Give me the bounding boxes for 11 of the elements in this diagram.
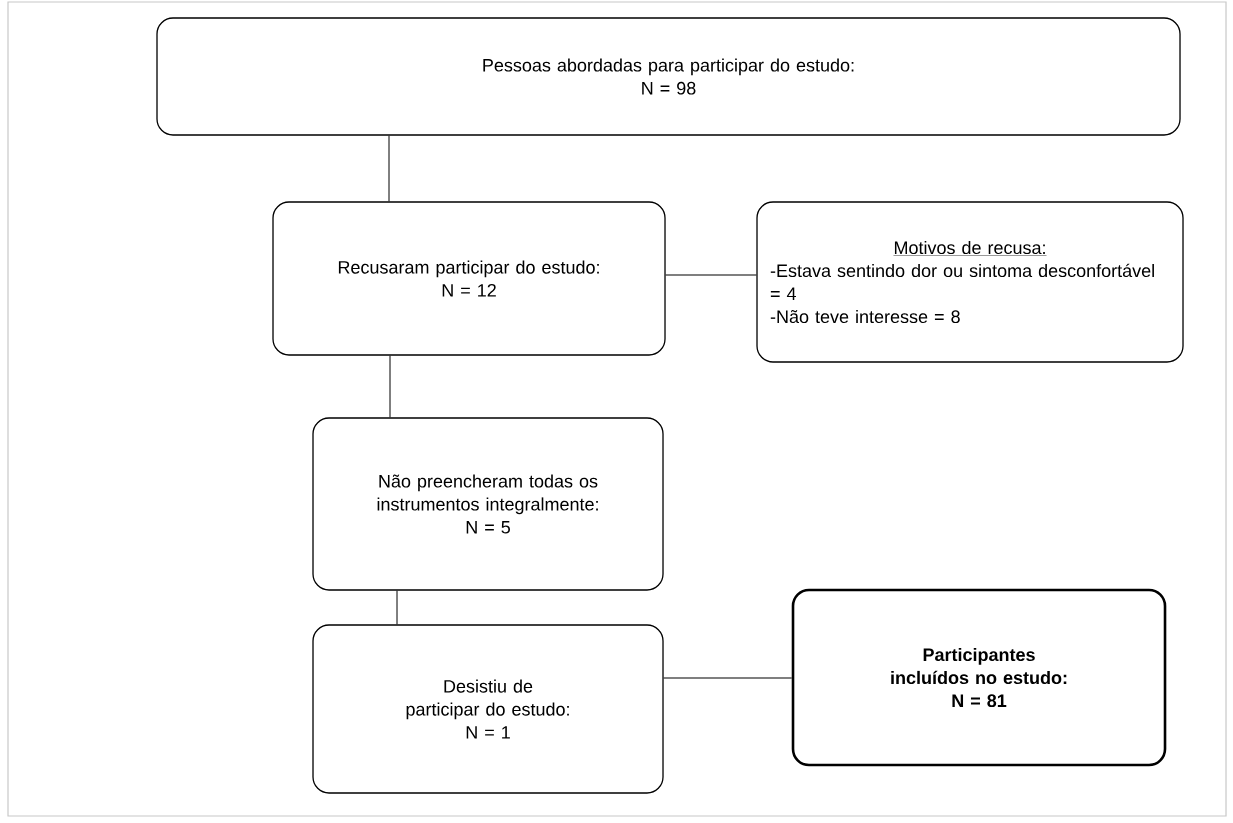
flow-box: Recusaram participar do estudo: N = 12 (272, 201, 666, 356)
result-box: Participantes incluídos no estudo: N = 81 (791, 588, 1167, 767)
connector-line (389, 355, 391, 418)
flow-box: Desistiu de participar do estudo: N = 1 (312, 624, 664, 794)
connector-line (388, 135, 390, 202)
reasons-box: Motivos de recusa: -Estava sentindo dor ou sintoma desconfortável = 4 -Não teve interesse = 8 (756, 201, 1184, 363)
connector-line (665, 274, 757, 276)
flow-box: Não preencheram todas os instrumentos integralmente: N = 5 (312, 417, 664, 591)
connector-line (663, 677, 793, 679)
connector-line (396, 590, 398, 625)
flow-box: Pessoas abordadas para participar do estudo: N = 98 (156, 17, 1181, 136)
